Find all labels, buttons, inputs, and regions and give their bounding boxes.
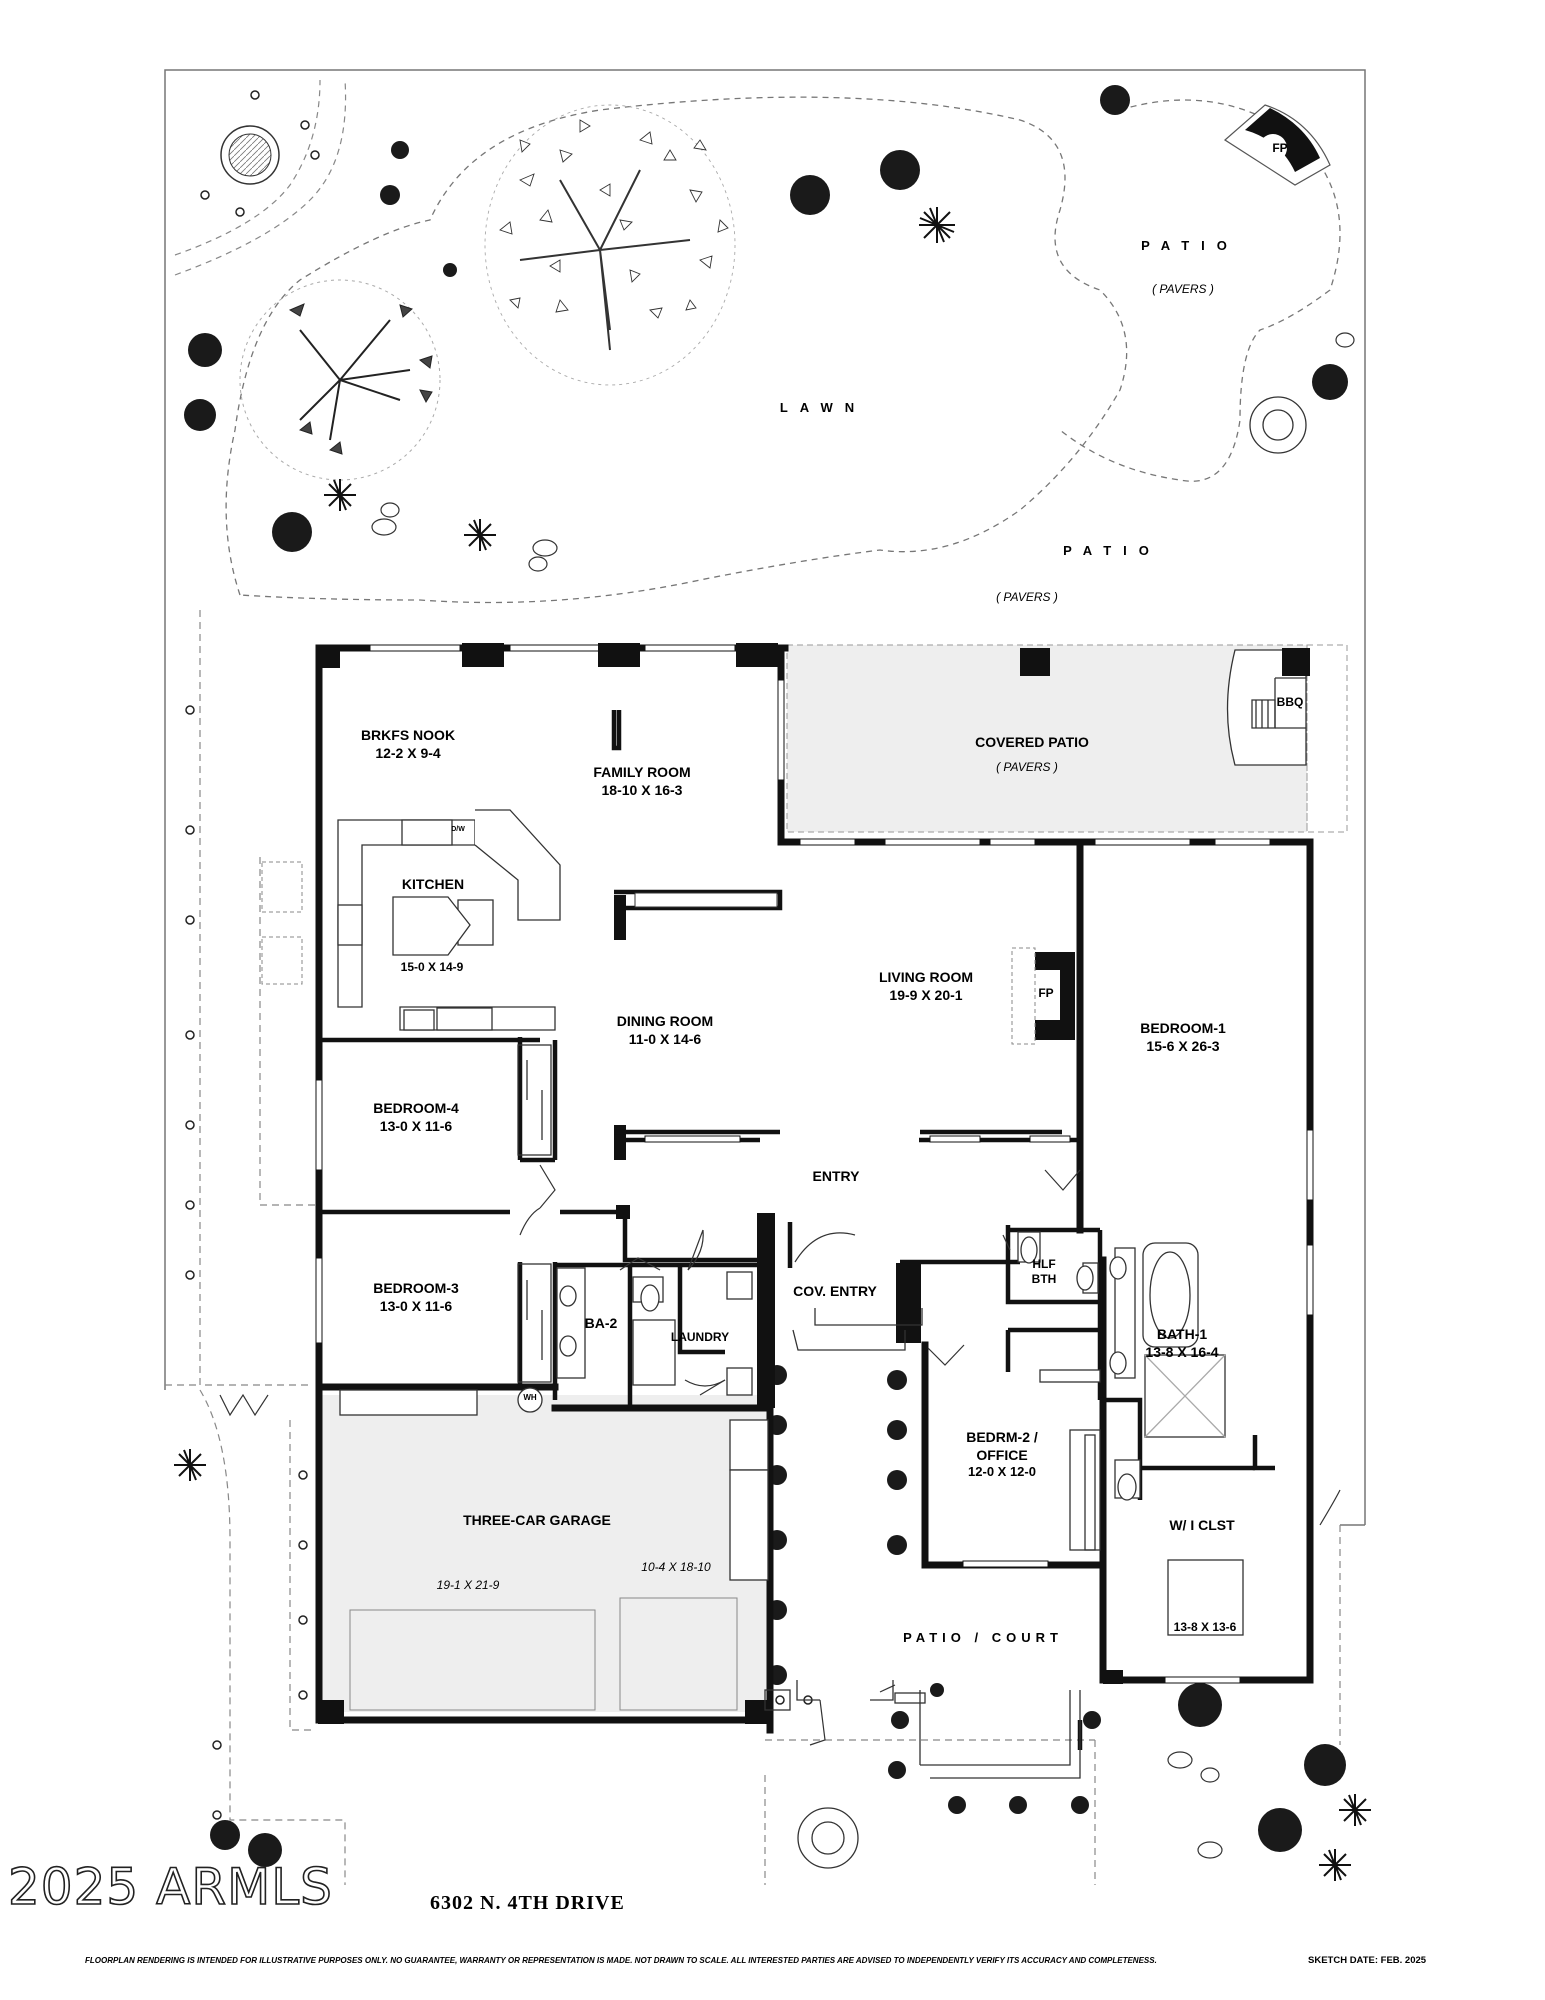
small-flowers bbox=[185, 90, 813, 1820]
dishwasher-label: D/W bbox=[451, 826, 465, 833]
wi-clst-size: 13-8 X 13-6 bbox=[1173, 1620, 1237, 1634]
kitchen-counters bbox=[337, 809, 561, 1031]
closets bbox=[517, 1044, 1101, 1551]
brkfs-nook-name: BRKFS NOOK bbox=[360, 727, 456, 743]
bedrm2-label: BEDRM-2 / OFFICE 12-0 X 12-0 bbox=[966, 1429, 1038, 1480]
cov-entry-label: COV. ENTRY bbox=[793, 1283, 877, 1299]
garage-name: THREE-CAR GARAGE bbox=[463, 1512, 611, 1528]
patio-court-label: PATIO / COURT bbox=[903, 1630, 1063, 1645]
lawn-outline bbox=[225, 96, 1128, 604]
lawn-label: LAWN bbox=[779, 400, 867, 415]
sketch-date: SKETCH DATE: FEB. 2025 bbox=[1308, 1955, 1427, 1966]
side-yard-lines bbox=[165, 610, 1341, 1885]
patio-mid-pavers: ( PAVERS ) bbox=[996, 590, 1058, 604]
bedroom1-size: 15-6 X 26-3 bbox=[1146, 1037, 1220, 1054]
family-room-label: FAMILY ROOM 18-10 X 16-3 bbox=[593, 764, 690, 799]
bedroom1-label: BEDROOM-1 15-6 X 26-3 bbox=[1140, 1020, 1226, 1055]
covered-patio-pavers: ( PAVERS ) bbox=[996, 760, 1058, 774]
flower-shrubs bbox=[797, 396, 1307, 1869]
lot-boundary bbox=[164, 69, 1366, 1526]
kitchen-size: 15-0 X 14-9 bbox=[400, 960, 464, 974]
display-shelf bbox=[634, 892, 778, 908]
bedroom4-size: 13-0 X 11-6 bbox=[379, 1117, 453, 1134]
brkfs-nook-label: BRKFS NOOK 12-2 X 9-4 bbox=[361, 727, 455, 762]
family-room-name: FAMILY ROOM bbox=[593, 764, 691, 780]
shrubs bbox=[184, 85, 1348, 1867]
garage-size-left: 19-1 X 21-9 bbox=[436, 1578, 500, 1592]
courtyard-walls bbox=[764, 1308, 1081, 1779]
laundry-label: LAUNDRY bbox=[670, 1330, 730, 1344]
dining-partition bbox=[614, 889, 1062, 1135]
patio-top-label: PATIO bbox=[1141, 238, 1239, 253]
covered-patio-label: COVERED PATIO bbox=[975, 734, 1089, 750]
dining-room-name: DINING ROOM bbox=[616, 1013, 714, 1029]
patio-top-pavers: ( PAVERS ) bbox=[1152, 282, 1214, 296]
garden-path bbox=[174, 79, 347, 276]
bedroom3-label: BEDROOM-3 13-0 X 11-6 bbox=[373, 1280, 459, 1315]
bath1-label: BATH-1 13-8 X 16-4 bbox=[1145, 1326, 1218, 1361]
living-room-size: 19-9 X 20-1 bbox=[889, 986, 963, 1003]
bedroom4-name: BEDROOM-4 bbox=[373, 1100, 459, 1116]
bedrm2-line2: OFFICE bbox=[976, 1446, 1028, 1463]
family-room-size: 18-10 X 16-3 bbox=[601, 781, 683, 798]
stepping-stones bbox=[371, 332, 1355, 1859]
living-fireplace bbox=[1011, 947, 1075, 1045]
tree-left bbox=[239, 279, 441, 481]
columns bbox=[318, 643, 1310, 1724]
outdoor-fp-label: FP bbox=[1272, 141, 1288, 155]
kitchen-name: KITCHEN bbox=[401, 876, 465, 892]
planter bbox=[220, 125, 280, 185]
bath-fixtures bbox=[556, 1231, 1244, 1636]
water-heater-label: WH bbox=[523, 1393, 537, 1402]
hlf-bth-line1: HLF bbox=[1032, 1257, 1056, 1271]
property-address: 6302 N. 4TH DRIVE bbox=[430, 1892, 625, 1914]
living-fp-label: FP bbox=[1038, 986, 1054, 1000]
covered-patio-floor bbox=[786, 644, 1308, 833]
bath1-size: 13-8 X 16-4 bbox=[1145, 1343, 1219, 1360]
outdoor-fireplace bbox=[1224, 104, 1331, 186]
windows bbox=[315, 644, 1314, 1684]
wi-clst-name: W/ I CLST bbox=[1169, 1517, 1235, 1533]
side-planters bbox=[261, 861, 303, 985]
bedrm2-line1: BEDRM-2 / bbox=[966, 1429, 1038, 1445]
bath1-name: BATH-1 bbox=[1156, 1326, 1208, 1342]
star-plants bbox=[174, 207, 1371, 1881]
patio-mid-label: PATIO bbox=[1063, 543, 1161, 558]
patio-top-outline bbox=[1059, 99, 1341, 482]
bedroom3-name: BEDROOM-3 bbox=[373, 1280, 459, 1296]
garage-size-right: 10-4 X 18-10 bbox=[641, 1560, 711, 1574]
dining-room-label: DINING ROOM 11-0 X 14-6 bbox=[617, 1013, 713, 1048]
large-tree bbox=[484, 104, 736, 386]
watermark: 2025 ARMLS bbox=[7, 1857, 333, 1917]
garage-extras bbox=[339, 1387, 769, 1581]
hlf-bth-label: HLF BTH bbox=[1032, 1257, 1057, 1287]
door-swings bbox=[219, 1164, 1341, 1746]
bbq-counter bbox=[1226, 649, 1307, 766]
disclaimer-text: FLOORPLAN RENDERING IS INTENDED FOR ILLU… bbox=[85, 1956, 1157, 1965]
garage-parking bbox=[349, 1597, 738, 1711]
ba2-label: BA-2 bbox=[584, 1315, 618, 1331]
living-room-name: LIVING ROOM bbox=[878, 969, 974, 985]
bedroom3-size: 13-0 X 11-6 bbox=[379, 1297, 453, 1314]
bbq-label: BBQ bbox=[1276, 695, 1304, 709]
bedroom4-label: BEDROOM-4 13-0 X 11-6 bbox=[373, 1100, 459, 1135]
dining-room-size: 11-0 X 14-6 bbox=[628, 1030, 702, 1047]
hlf-bth-line2: BTH bbox=[1031, 1272, 1057, 1286]
bedrm2-size: 12-0 X 12-0 bbox=[968, 1464, 1036, 1479]
bedroom1-name: BEDROOM-1 bbox=[1140, 1020, 1226, 1036]
entry-label: ENTRY bbox=[812, 1168, 860, 1184]
brkfs-nook-size: 12-2 X 9-4 bbox=[375, 744, 441, 761]
living-room-label: LIVING ROOM 19-9 X 20-1 bbox=[879, 969, 973, 1004]
